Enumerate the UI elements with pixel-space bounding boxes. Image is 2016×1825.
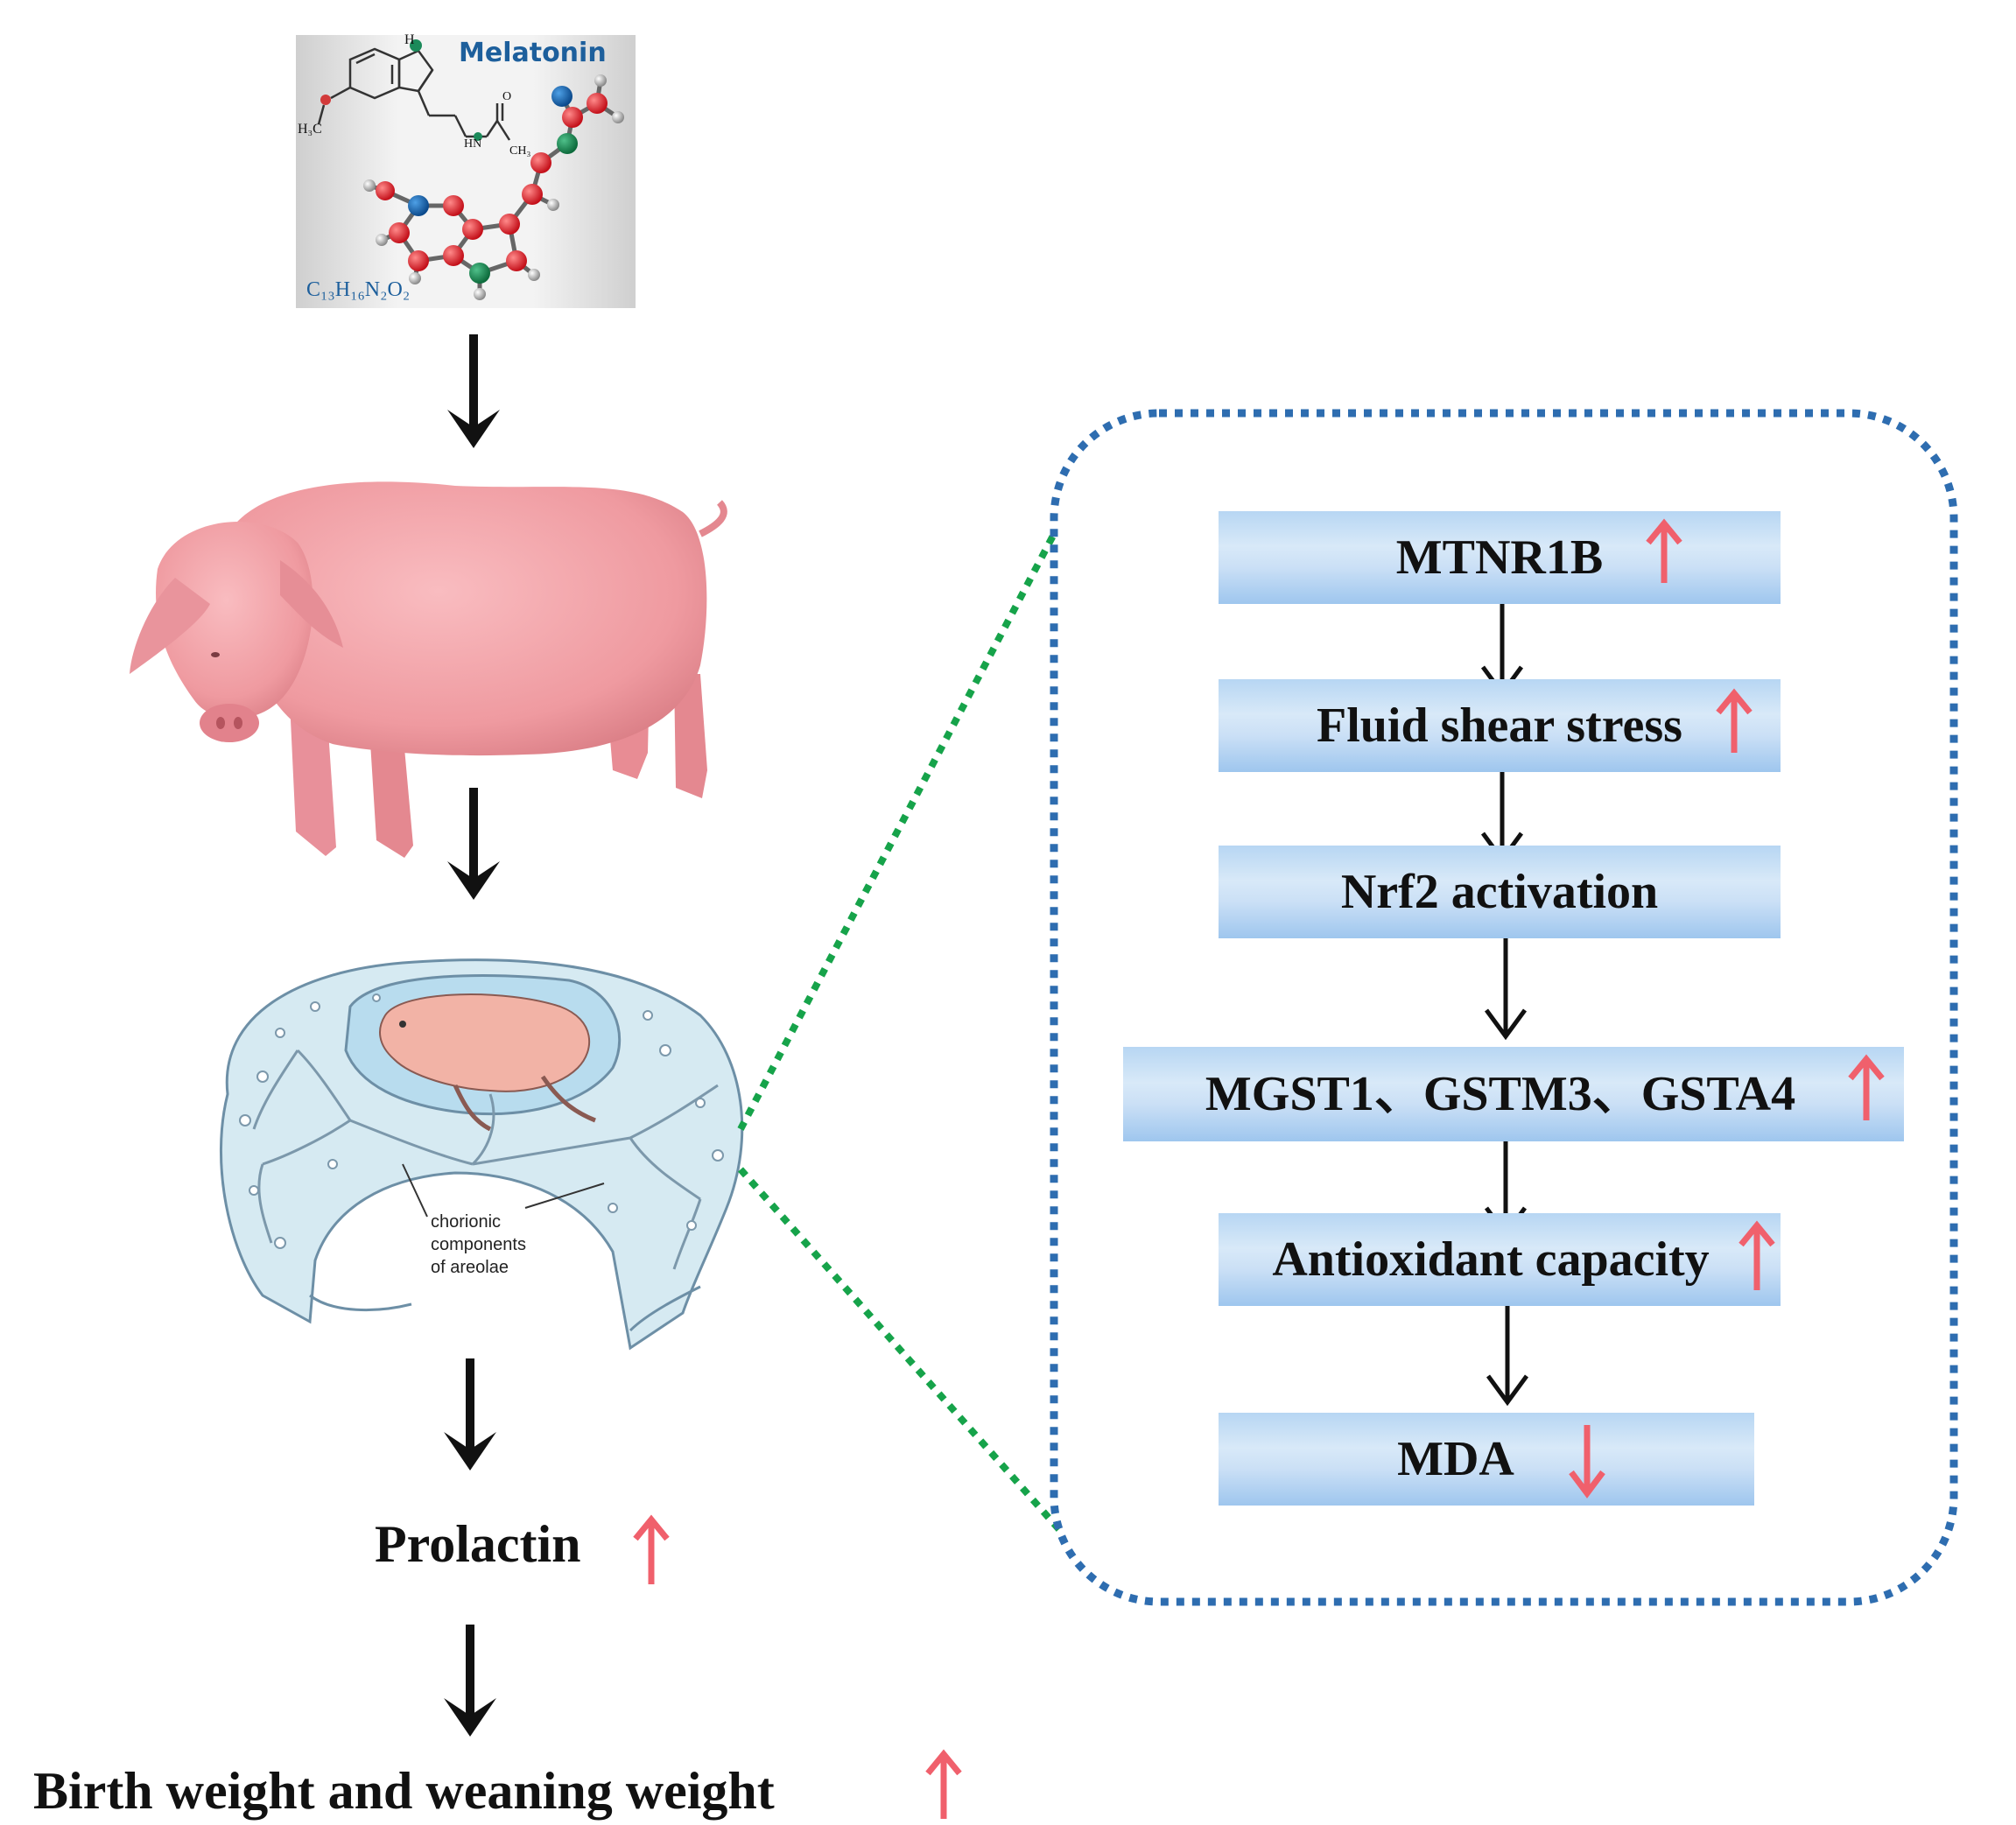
arrow-down-icon (1569, 1425, 1605, 1499)
pathway-box-mda: MDA (1219, 1413, 1754, 1506)
pig-illustration (130, 481, 727, 858)
molecular-formula: C₁₃H₁₆N₂O₂ (306, 278, 410, 301)
skeletal-oxygen (320, 95, 331, 105)
placenta-illustration: chorionic components of areolae (219, 958, 744, 1351)
skeletal-formula (317, 47, 511, 141)
outcome-prolactin: Prolactin (375, 1515, 581, 1573)
melatonin-title: Melatonin (459, 38, 607, 68)
atom-label-o: O (502, 90, 511, 103)
skeletal-nitrogen (410, 39, 422, 52)
atom-label-hn: HN (464, 137, 481, 151)
pathway-box-nrf2-activation: Nrf2 activation (1219, 846, 1781, 938)
arrow-up-icon (1848, 1054, 1885, 1120)
atom-label-ch3: CH₃ (509, 144, 530, 158)
zoom-panel-border (1050, 409, 1958, 1606)
arrow-up-icon (925, 1749, 962, 1819)
pathway-label-fluid-shear-stress: Fluid shear stress (1317, 698, 1682, 753)
arrow-up-icon (1739, 1220, 1775, 1290)
placenta-label-line-2: components (431, 1235, 526, 1254)
zoom-connector-lines (737, 532, 1065, 1536)
melatonin-panel: Melatonin H H₃C HN O CH₃ (296, 32, 636, 308)
pathway-label-mda: MDA (1397, 1432, 1514, 1486)
melatonin-panel-background (296, 35, 636, 308)
pathway-box-gst-genes: MGST1、GSTM3、GSTA4 (1123, 1047, 1904, 1141)
pathway-box-antioxidant-capacity: Antioxidant capacity (1219, 1213, 1781, 1306)
arrow-down-flow-icon (1484, 937, 1528, 1041)
atom-label-h: H (404, 32, 415, 47)
atom-label-h3c: H₃C (298, 122, 322, 137)
skeletal-amide-nitrogen (474, 132, 482, 141)
arrow-up-icon (1716, 688, 1753, 753)
pathway-label-antioxidant-capacity: Antioxidant capacity (1272, 1232, 1710, 1287)
pathway-box-mtnr1b: MTNR1B (1219, 511, 1781, 604)
arrow-down-flow-icon (447, 788, 500, 900)
pathway-label-gst-genes: MGST1、GSTM3、GSTA4 (1205, 1067, 1796, 1121)
arrow-down-flow-icon (1486, 1299, 1529, 1407)
pathway-label-nrf2-activation: Nrf2 activation (1340, 865, 1659, 919)
arrow-up-icon (633, 1514, 670, 1584)
placenta-label-line-3: of areolae (431, 1258, 509, 1277)
placenta-label-line-1: chorionic (431, 1212, 501, 1232)
pathway-box-fluid-shear-stress: Fluid shear stress (1219, 679, 1781, 772)
arrow-up-icon (1646, 518, 1682, 583)
pathway-label-mtnr1b: MTNR1B (1395, 530, 1604, 585)
outcome-birth-weaning-weight: Birth weight and weaning weight (33, 1762, 775, 1820)
arrow-down-flow-icon (444, 1625, 496, 1737)
arrow-down-flow-icon (444, 1358, 496, 1471)
arrow-down-flow-icon (447, 334, 500, 448)
ball-stick-atoms (363, 74, 624, 300)
